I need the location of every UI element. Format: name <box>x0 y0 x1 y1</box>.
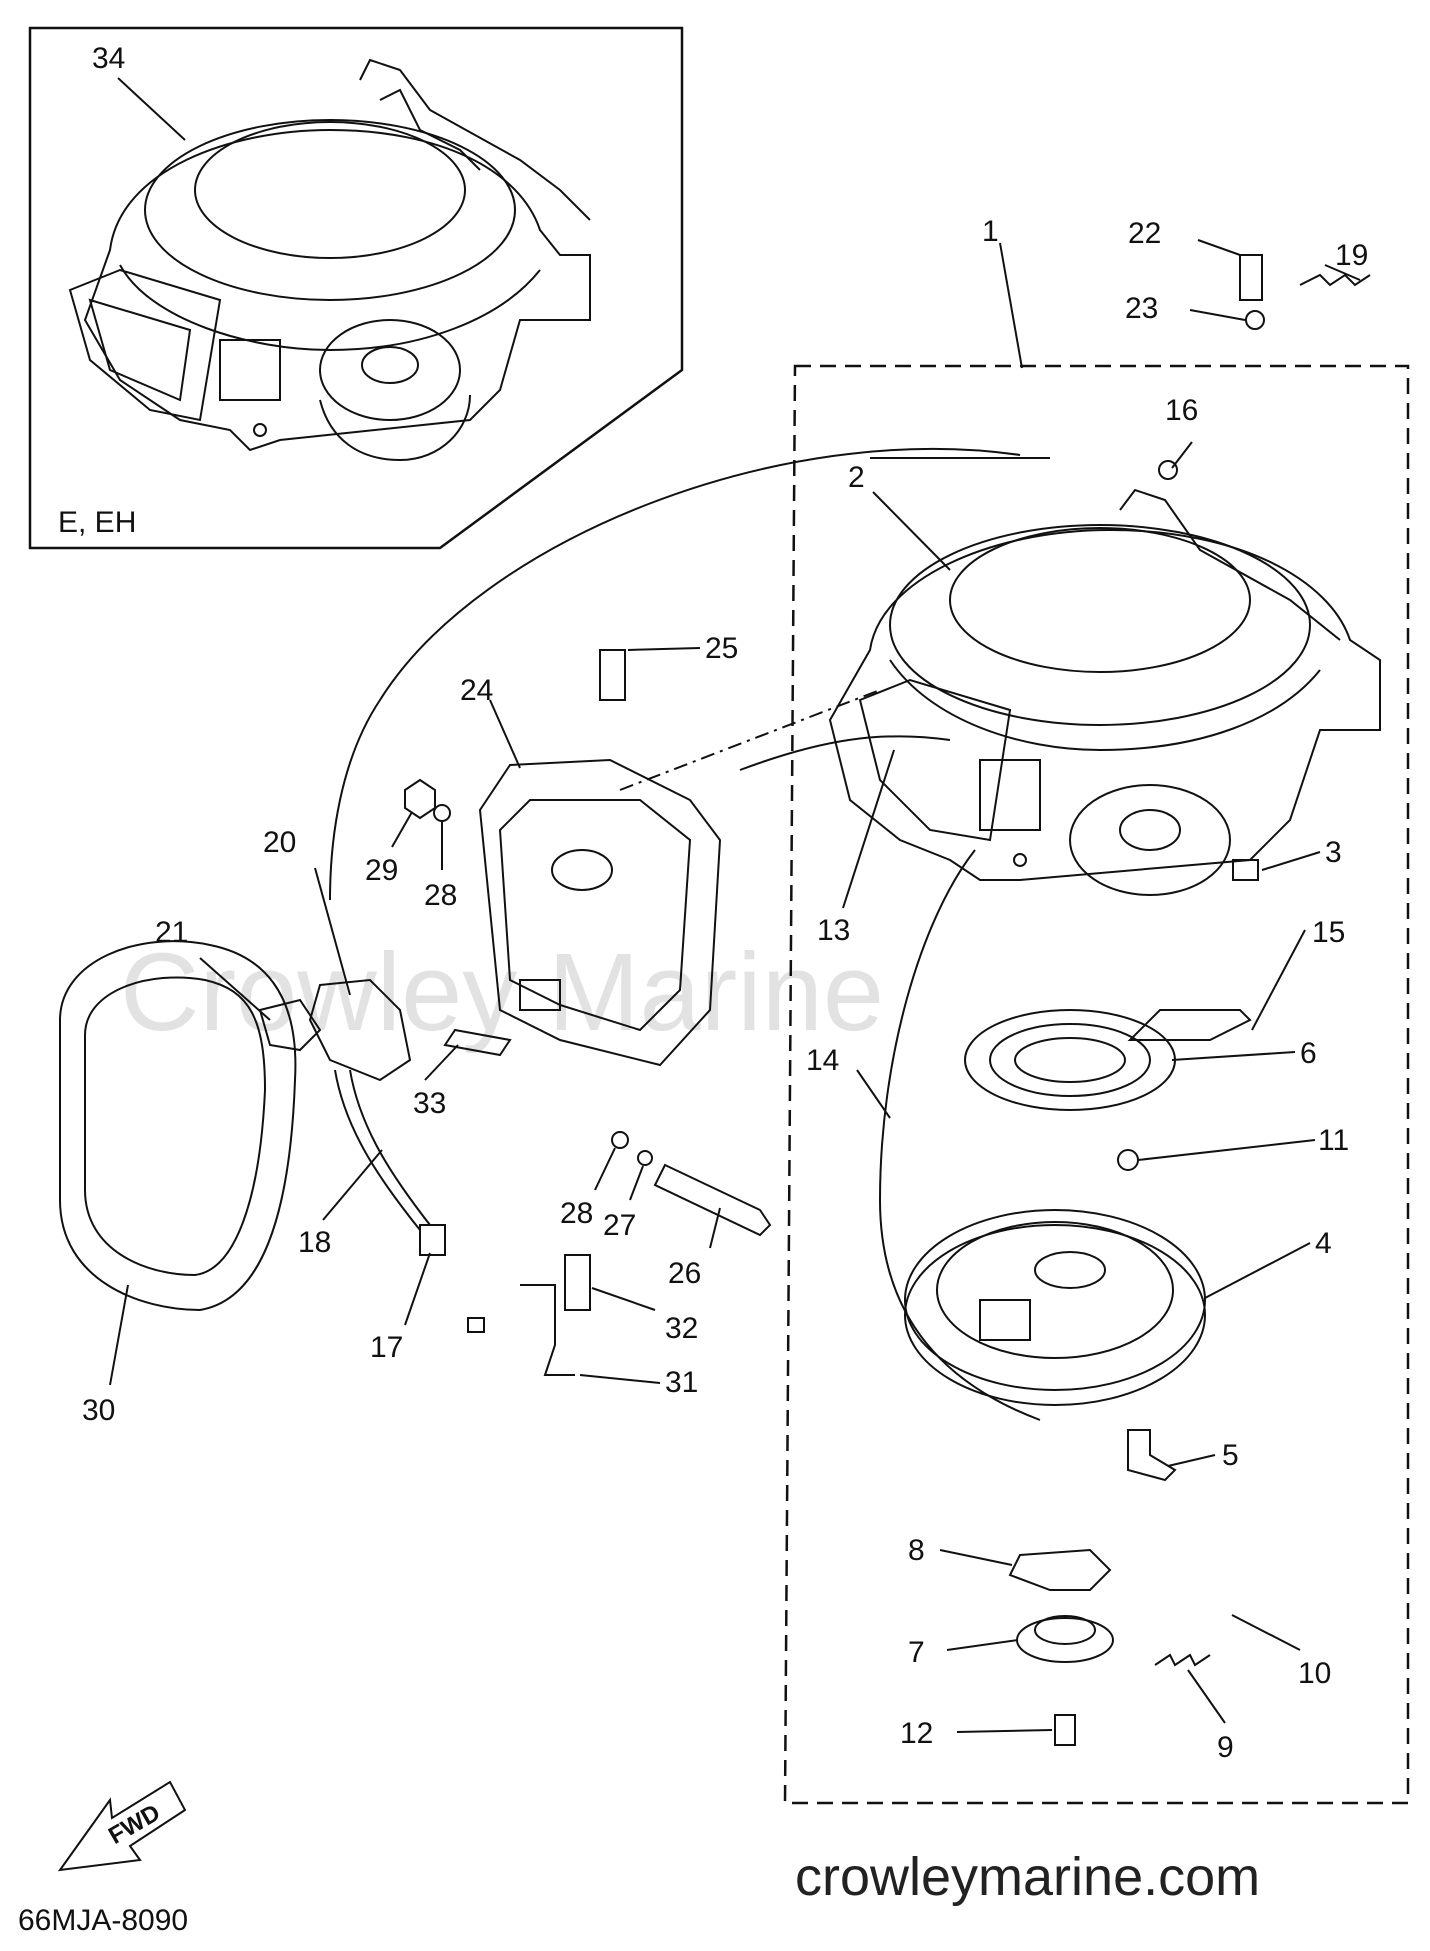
sheave-drum <box>904 1209 1206 1406</box>
circlip <box>1117 1149 1139 1171</box>
callout-label-15: 15 <box>1312 916 1345 949</box>
callout-label-9: 9 <box>1217 1731 1234 1764</box>
callout-label-8: 8 <box>908 1534 925 1567</box>
connector-17 <box>419 1224 446 1256</box>
bolt-26 <box>653 1163 772 1237</box>
callout-label-18: 18 <box>298 1226 331 1259</box>
bracket-31 <box>520 1284 575 1376</box>
clip-27 <box>637 1150 653 1166</box>
pin-16 <box>1158 460 1178 480</box>
callout-label-3: 3 <box>1325 836 1342 869</box>
assembly-boundary <box>783 364 1410 1805</box>
friction-plate <box>1008 1548 1112 1591</box>
return-spring <box>1154 1653 1211 1667</box>
callout-label-20: 20 <box>263 826 296 859</box>
website-text: crowleymarine.com <box>795 1847 1260 1907</box>
inset-panel: 34 E, EH <box>28 26 684 550</box>
callout-label-24: 24 <box>460 674 493 707</box>
plate-33 <box>443 1028 512 1057</box>
callout-labels: 1 2 3 4 5 6 7 8 9 10 11 12 13 14 15 16 1… <box>82 215 1368 1764</box>
drive-pawl <box>1127 1429 1177 1482</box>
cable-clamp <box>258 998 322 1052</box>
starter-housing <box>828 488 1381 896</box>
callout-label-29: 29 <box>365 854 398 887</box>
stopper-plate <box>1127 1009 1252 1041</box>
callout-label-30: 30 <box>82 1394 115 1427</box>
bolt-32 <box>564 1254 591 1311</box>
callout-label-12: 12 <box>900 1717 933 1750</box>
callout-label-21: 21 <box>155 916 188 949</box>
callout-label-32: 32 <box>665 1312 698 1345</box>
callout-label-13: 13 <box>817 914 850 947</box>
nut-29 <box>404 778 436 820</box>
fwd-arrow-icon: FWD <box>57 1780 187 1872</box>
watermark: Crowley Marine <box>120 931 884 1054</box>
starter-handle-grip <box>59 940 297 1312</box>
callout-label-16: 16 <box>1165 394 1198 427</box>
drive-plate-cover <box>1016 1615 1114 1663</box>
callout-label-5: 5 <box>1222 1439 1239 1472</box>
callout-label-7: 7 <box>908 1636 925 1669</box>
callout-label-26: 26 <box>668 1257 701 1290</box>
bolt-25 <box>599 649 626 701</box>
starter-rope <box>878 849 1041 1421</box>
callout-label-6: 6 <box>1300 1037 1317 1070</box>
callout-label-34: 34 <box>92 42 125 75</box>
starter-handle-holder <box>478 758 722 1067</box>
callout-label-22: 22 <box>1128 217 1161 250</box>
throttle-cable <box>329 447 1021 901</box>
callout-label-14: 14 <box>806 1044 839 1077</box>
washer-23 <box>1245 310 1265 330</box>
inset-starter-housing <box>68 58 591 462</box>
callout-label-31: 31 <box>665 1366 698 1399</box>
recoil-spring <box>964 1009 1176 1111</box>
drawing-code: 66MJA-8090 <box>18 1904 188 1937</box>
callout-label-17: 17 <box>370 1331 403 1364</box>
callout-label-27: 27 <box>603 1209 636 1242</box>
callout-label-10: 10 <box>1298 1657 1331 1690</box>
washer-28a <box>433 804 451 822</box>
callout-label-23: 23 <box>1125 292 1158 325</box>
bolt-22 <box>1239 254 1263 301</box>
leader-lines <box>109 239 1361 1733</box>
callout-label-2: 2 <box>848 461 865 494</box>
callout-label-1: 1 <box>982 215 999 248</box>
starter-cable-sleeve <box>334 1069 421 1231</box>
sleeve-17 <box>467 1317 485 1333</box>
callout-label-4: 4 <box>1315 1227 1332 1260</box>
callout-label-28a: 28 <box>424 879 457 912</box>
callout-label-11: 11 <box>1318 1124 1349 1157</box>
inset-variant-label: E, EH <box>58 506 136 539</box>
spring-19 <box>1299 273 1371 287</box>
callout-label-33: 33 <box>413 1087 446 1120</box>
callout-label-19: 19 <box>1335 239 1368 272</box>
callout-label-25: 25 <box>705 632 738 665</box>
bolt-12 <box>1054 1714 1076 1746</box>
washer-28b <box>611 1131 629 1149</box>
cap-3 <box>1232 859 1259 881</box>
callout-label-28b: 28 <box>560 1197 593 1230</box>
cable-holder <box>308 978 412 1082</box>
